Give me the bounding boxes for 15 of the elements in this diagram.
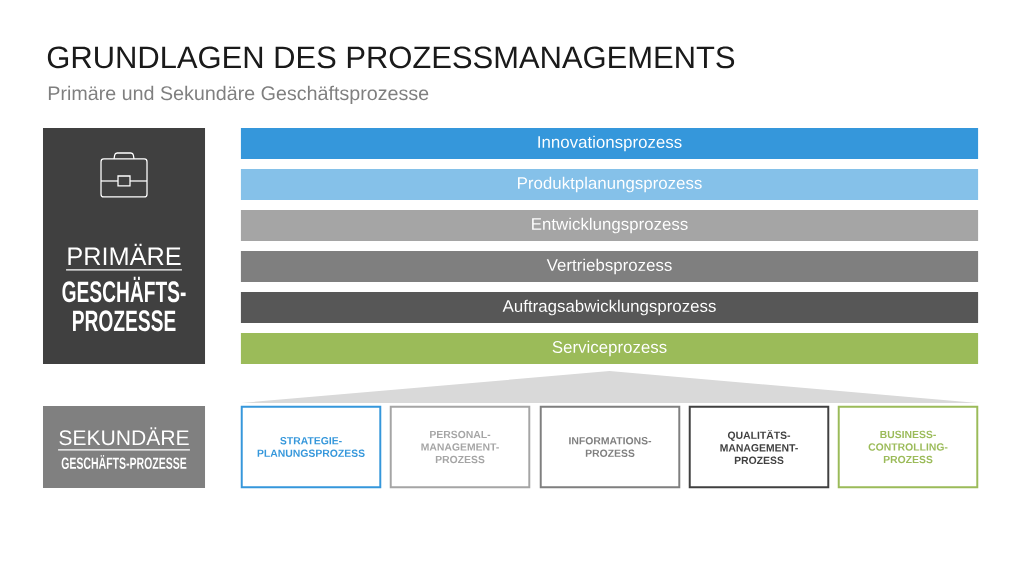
process-bar: Produktplanungsprozess [240,169,979,200]
process-box: QUALITÄTS- MANAGEMENT- PROZESS [688,405,830,489]
process-bar: Entwicklungsprozess [240,210,979,241]
process-bar: Innovationsprozess [240,128,979,159]
process-box: STRATEGIE- PLANUNGSPROZESS [240,405,382,489]
process-bar: Vertriebsprozess [240,251,979,282]
category-panel: PRIMÄRE GESCHÄFTS- PROZESSE [43,127,206,364]
category-panel: SEKUNDÄRE GESCHÄFTS-PROZESSE [43,406,206,488]
subtitle: Primäre und Sekundäre Geschäftsprozesse [48,85,429,105]
title: GRUNDLAGEN DES PROZESSMANAGEMENTS [47,46,735,69]
process-box: BUSINESS- CONTROLLING- PROZESS [837,405,979,489]
process-box: INFORMATIONS- PROZESS [539,405,681,489]
process-bar: Serviceprozess [240,333,979,364]
process-bar: Auftragsabwicklungsprozess [240,292,979,323]
process-box: PERSONAL- MANAGEMENT- PROZESS [389,405,531,489]
